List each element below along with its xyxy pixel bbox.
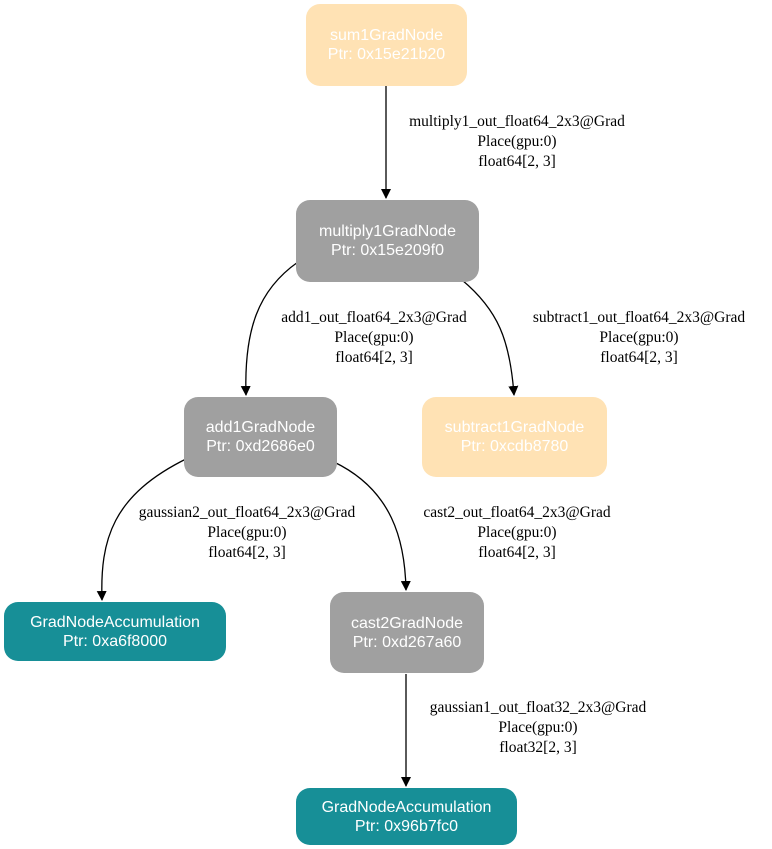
edge-place: Place(gpu:0) (477, 133, 557, 150)
edge-label-gaussian1-out: gaussian1_out_float32_2x3@Grad Place(gpu… (407, 698, 669, 758)
node-name: cast2GradNode (350, 614, 464, 632)
edge-multiply1-to-subtract1 (461, 279, 519, 396)
node-cast2[interactable]: cast2GradNode Ptr: 0xd267a60 (330, 592, 484, 673)
edge-place: Place(gpu:0) (207, 524, 287, 541)
edge-label-multiply1-out: multiply1_out_float64_2x3@Grad Place(gpu… (388, 112, 646, 172)
node-name: add1GradNode (205, 419, 316, 436)
edge-shape: float64[2, 3] (335, 349, 413, 366)
edge-place: Place(gpu:0) (477, 524, 557, 541)
node-accumulation-2[interactable]: GradNodeAccumulation Ptr: 0x96b7fc0 (296, 788, 517, 845)
node-add1[interactable]: add1GradNode Ptr: 0xd2686e0 (184, 397, 337, 477)
edge-add1-to-accum1 (96, 457, 189, 601)
node-ptr: Ptr: 0x15e209f0 (331, 242, 444, 259)
node-name: sum1GradNode (330, 27, 443, 44)
edge-tensor-name: gaussian1_out_float32_2x3@Grad (429, 699, 647, 716)
edge-place: Place(gpu:0) (498, 719, 578, 736)
edge-label-cast2-out: cast2_out_float64_2x3@Grad Place(gpu:0) … (403, 503, 631, 563)
edge-tensor-name: gaussian2_out_float64_2x3@Grad (138, 504, 356, 521)
node-name: multiply1GradNode (319, 223, 456, 240)
node-ptr: Ptr: 0xa6f8000 (62, 632, 168, 650)
edge-shape: float64[2, 3] (208, 544, 286, 561)
edge-multiply1-to-add1 (240, 261, 299, 396)
edge-tensor-name: add1_out_float64_2x3@Grad (281, 309, 467, 326)
edge-place: Place(gpu:0) (599, 329, 679, 346)
edge-label-subtract1-out: subtract1_out_float64_2x3@Grad Place(gpu… (510, 308, 768, 368)
node-ptr: Ptr: 0xcdb8780 (460, 438, 569, 455)
edge-shape: float64[2, 3] (478, 544, 556, 561)
edge-tensor-name: cast2_out_float64_2x3@Grad (423, 504, 611, 521)
node-sum1[interactable]: sum1GradNode Ptr: 0x15e21b20 (306, 4, 467, 86)
edge-tensor-name: subtract1_out_float64_2x3@Grad (532, 309, 746, 326)
edge-tensor-name: multiply1_out_float64_2x3@Grad (409, 113, 625, 130)
edge-add1-to-cast2 (333, 461, 411, 591)
edge-shape: float64[2, 3] (478, 153, 556, 170)
edge-place: Place(gpu:0) (334, 329, 414, 346)
edge-shape: float32[2, 3] (499, 739, 577, 756)
node-name: GradNodeAccumulation (321, 798, 492, 816)
node-accumulation-1[interactable]: GradNodeAccumulation Ptr: 0xa6f8000 (4, 602, 226, 661)
edge-shape: float64[2, 3] (600, 349, 678, 366)
node-ptr: Ptr: 0xd2686e0 (206, 438, 315, 455)
edge-label-add1-out: add1_out_float64_2x3@Grad Place(gpu:0) f… (262, 308, 486, 368)
node-name: GradNodeAccumulation (30, 613, 200, 631)
node-name: subtract1GradNode (444, 419, 585, 436)
node-multiply1[interactable]: multiply1GradNode Ptr: 0x15e209f0 (296, 200, 479, 282)
edge-label-gaussian2-out: gaussian2_out_float64_2x3@Grad Place(gpu… (116, 503, 378, 563)
node-subtract1[interactable]: subtract1GradNode Ptr: 0xcdb8780 (422, 397, 607, 477)
node-ptr: Ptr: 0xd267a60 (352, 633, 462, 651)
node-ptr: Ptr: 0x15e21b20 (327, 46, 446, 63)
node-ptr: Ptr: 0x96b7fc0 (354, 817, 459, 835)
